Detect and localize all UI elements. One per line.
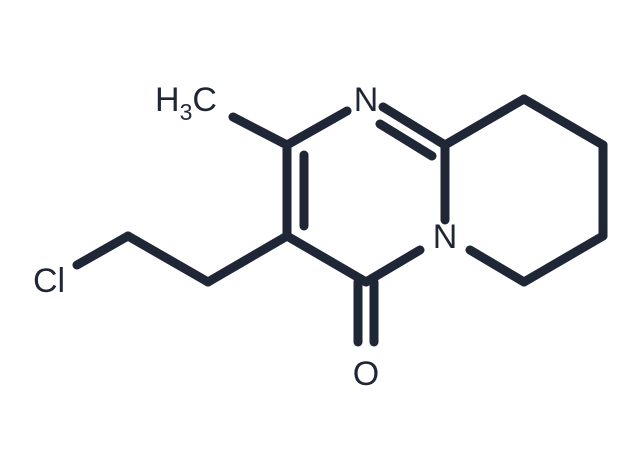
methyl-h-text: H <box>155 81 180 119</box>
bond-ch2-cl <box>72 231 133 270</box>
bond-c9-c8 <box>519 94 608 150</box>
atom-label-n-bridge: N <box>433 218 458 256</box>
atom-label-methyl: H3C <box>155 81 217 125</box>
bond-c3-ch2 <box>203 231 292 287</box>
bond-c9a-c9 <box>440 94 529 150</box>
bond-c4-n5 <box>361 245 425 287</box>
bond-c3-c4 <box>282 231 371 287</box>
methyl-subscript-text: 3 <box>180 99 193 125</box>
bond-n1-c9a-double-inner <box>375 119 437 161</box>
bond-c2-n1 <box>282 106 352 150</box>
bond-ch2-ch2 <box>123 231 213 287</box>
atom-label-n-top: N <box>354 81 379 119</box>
bond-methyl-c2 <box>228 112 292 150</box>
atom-label-chlorine: Cl <box>33 262 65 300</box>
bond-c7-c6 <box>519 231 608 287</box>
methyl-c-text: C <box>192 81 217 119</box>
bond-c6-n5 <box>465 245 529 287</box>
atom-label-oxygen: O <box>353 355 379 393</box>
bond-n1-c9a-double <box>378 102 450 150</box>
